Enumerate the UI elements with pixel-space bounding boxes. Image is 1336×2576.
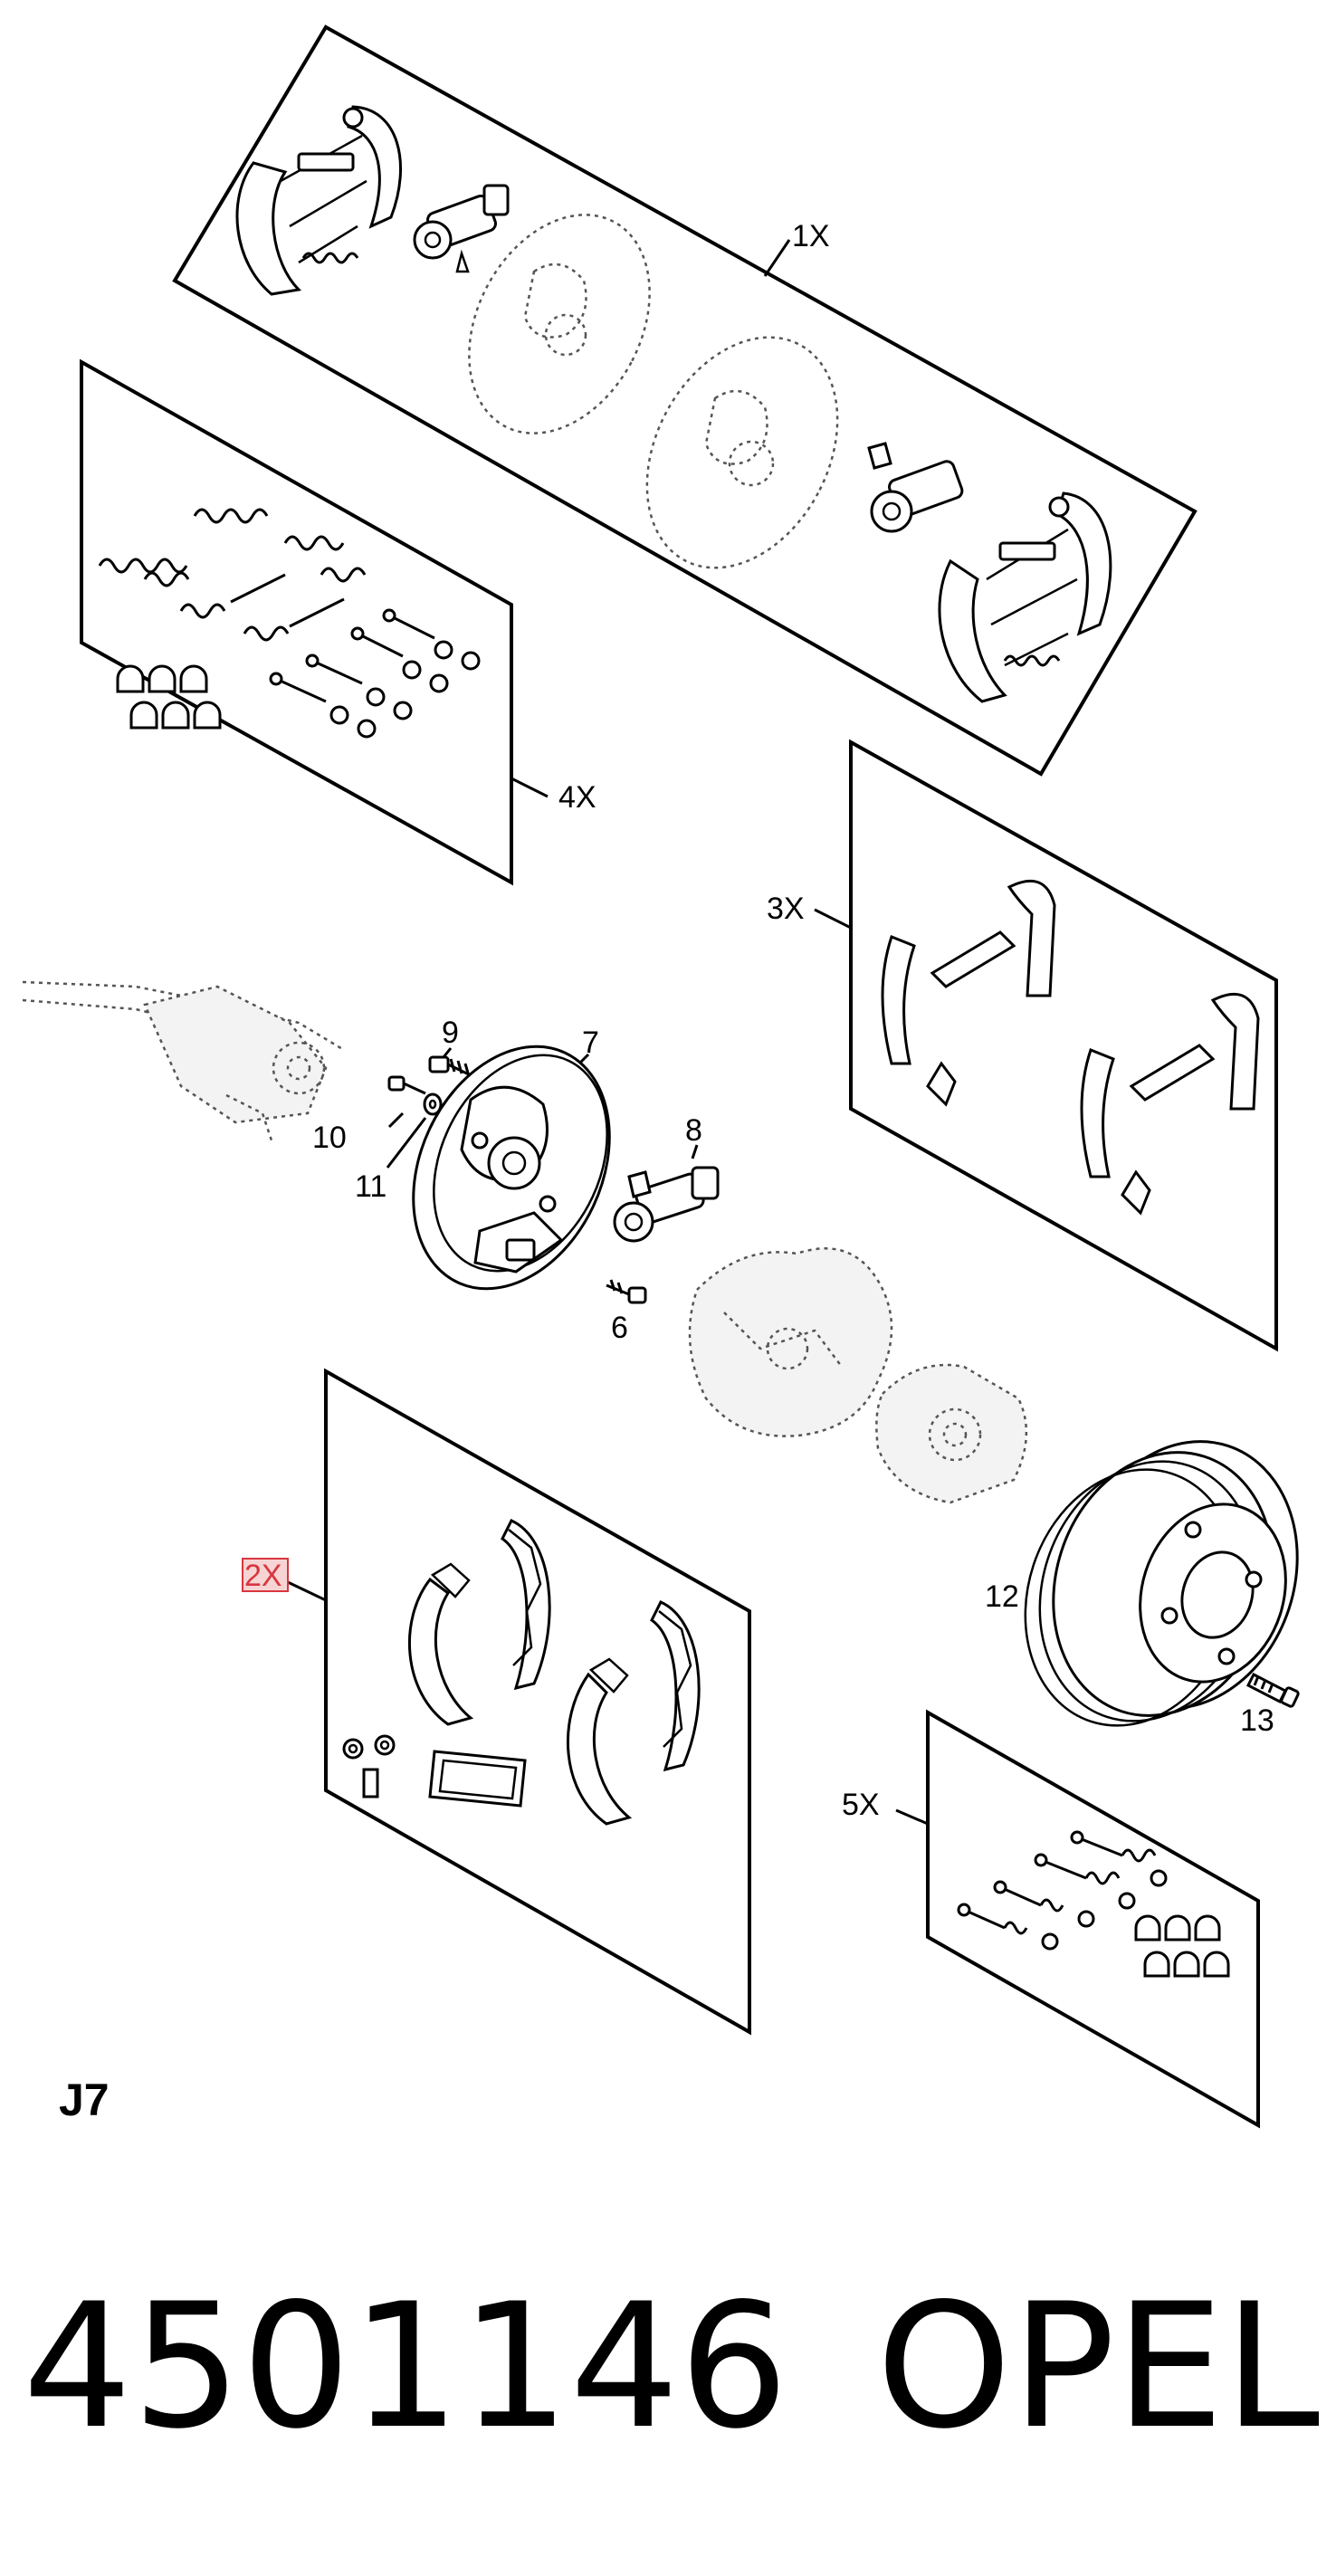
part-11-leader bbox=[386, 1117, 427, 1169]
kit-2x-small-parts bbox=[342, 1734, 527, 1808]
diagram-code: J7 bbox=[59, 2075, 110, 2125]
part-7-label: 7 bbox=[582, 1026, 599, 1060]
kit-1x-ghost-plate-1 bbox=[468, 214, 651, 434]
part-8-label: 8 bbox=[685, 1113, 702, 1148]
bolt-10 bbox=[387, 1075, 426, 1095]
kit-3x-group: 3X bbox=[767, 739, 1278, 1352]
kit-1x-label: 1X bbox=[792, 219, 830, 253]
kit-4x-leader bbox=[511, 777, 549, 798]
brand-name: OPEL bbox=[876, 2266, 1320, 2466]
kit-5x-pins-springs bbox=[957, 1830, 1168, 1951]
kit-5x-panel bbox=[926, 1709, 1260, 2129]
kit-4x-panel bbox=[80, 358, 513, 886]
kit-2x-brake-shoes bbox=[408, 1519, 701, 1826]
kit-4x-springs bbox=[98, 508, 367, 642]
bolt-13 bbox=[1245, 1672, 1300, 1708]
kit-4x-pins-washers bbox=[269, 608, 481, 739]
axle-ghost bbox=[22, 980, 345, 1141]
part-12-label: 12 bbox=[985, 1579, 1019, 1614]
kit-2x-leader bbox=[287, 1580, 327, 1602]
kit-4x-group: 4X bbox=[80, 358, 596, 886]
kit-3x-levers bbox=[881, 879, 1260, 1216]
part-10-label: 10 bbox=[312, 1121, 347, 1155]
kit-1x-leader bbox=[763, 239, 791, 277]
kit-1x-wheel-cylinder-left bbox=[413, 184, 510, 273]
kit-1x-shoe-assembly-right bbox=[938, 491, 1112, 703]
kit-1x-ghost-plate-2 bbox=[645, 336, 839, 569]
wheel-cylinder bbox=[613, 1166, 720, 1243]
part-9-label: 9 bbox=[442, 1016, 459, 1050]
kit-2x-label: 2X bbox=[244, 1559, 282, 1593]
kit-4x-caps bbox=[116, 664, 222, 730]
part-13-label: 13 bbox=[1240, 1703, 1274, 1738]
part-7-leader bbox=[577, 1053, 590, 1065]
brake-drum bbox=[1024, 1440, 1299, 1727]
washer-11 bbox=[423, 1092, 443, 1116]
part-6-label: 6 bbox=[611, 1311, 628, 1345]
hub-ghost bbox=[688, 1247, 1028, 1504]
kit-3x-panel bbox=[849, 739, 1278, 1352]
part-11-label: 11 bbox=[355, 1169, 386, 1204]
bolt-6 bbox=[606, 1279, 647, 1304]
part-10-leader bbox=[387, 1111, 405, 1129]
kit-1x-panel bbox=[172, 24, 1198, 777]
kit-1x-group: 1X bbox=[172, 24, 1198, 777]
part-number: 4501146 bbox=[23, 2266, 788, 2466]
kit-5x-label: 5X bbox=[842, 1788, 880, 1822]
backing-plate bbox=[412, 1045, 611, 1291]
kit-5x-group: 5X bbox=[842, 1709, 1260, 2129]
kit-3x-leader bbox=[814, 908, 852, 930]
kit-2x-panel bbox=[324, 1368, 751, 2036]
kit-1x-shoe-assembly-left bbox=[235, 105, 402, 296]
kit-2x-highlight-box bbox=[242, 1558, 289, 1592]
kit-5x-caps bbox=[1134, 1914, 1230, 1978]
kit-2x-group: 2X bbox=[242, 1368, 751, 2036]
kit-5x-leader bbox=[895, 1808, 929, 1826]
part-8-leader bbox=[691, 1144, 699, 1159]
kit-4x-label: 4X bbox=[558, 780, 596, 815]
kit-3x-label: 3X bbox=[767, 892, 805, 926]
bolt-9 bbox=[428, 1055, 472, 1077]
kit-1x-wheel-cylinder-right bbox=[867, 442, 964, 533]
part-9-leader bbox=[442, 1047, 453, 1058]
